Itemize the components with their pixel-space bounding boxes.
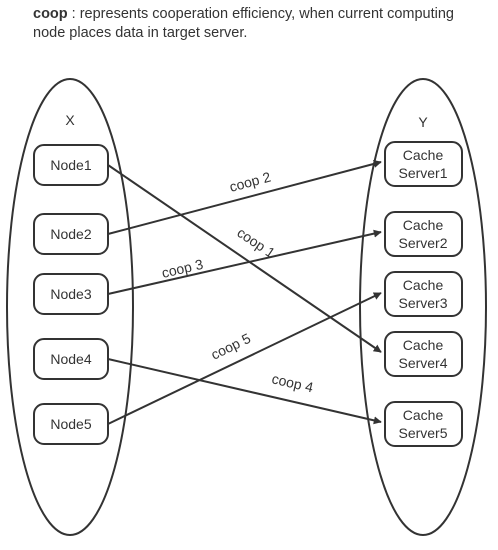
node-label: Node5 — [50, 416, 91, 432]
edge-node3-server2 — [107, 229, 382, 295]
server-label-line1: Cache — [403, 277, 444, 293]
node-node5: Node5 — [33, 403, 109, 445]
node-label: Node2 — [50, 226, 91, 242]
caption-term: coop — [33, 6, 68, 22]
set-x-ellipse — [6, 78, 134, 536]
node-node3: Node3 — [33, 273, 109, 315]
set-x-label: X — [65, 112, 75, 128]
server-cache-server2: Cache Server2 — [384, 211, 463, 257]
edge-node4-server5 — [107, 358, 382, 425]
caption: coop : represents cooperation efficiency… — [33, 5, 473, 43]
server-label-line2: Server2 — [398, 235, 447, 251]
node-node1: Node1 — [33, 144, 109, 186]
server-cache-server3: Cache Server3 — [384, 271, 463, 317]
edge-label-coop-4: coop 4 — [270, 370, 315, 395]
server-label-line2: Server4 — [398, 355, 447, 371]
server-label-line2: Server3 — [398, 295, 447, 311]
server-label-line2: Server5 — [398, 425, 447, 441]
server-label-line1: Cache — [403, 217, 444, 233]
node-node2: Node2 — [33, 213, 109, 255]
server-label-line1: Cache — [403, 147, 444, 163]
server-cache-server5: Cache Server5 — [384, 401, 463, 447]
set-y-ellipse — [359, 78, 487, 536]
node-label: Node3 — [50, 286, 91, 302]
set-y-label: Y — [418, 114, 428, 130]
node-label: Node1 — [50, 157, 91, 173]
edge-node1-server4 — [107, 164, 382, 353]
server-label-line2: Server1 — [398, 165, 447, 181]
server-cache-server1: Cache Server1 — [384, 141, 463, 187]
edges — [107, 159, 382, 425]
node-label: Node4 — [50, 351, 91, 367]
edge-label-coop-2: coop 2 — [228, 169, 273, 195]
server-label-line1: Cache — [403, 407, 444, 423]
server-cache-server4: Cache Server4 — [384, 331, 463, 377]
server-label-line1: Cache — [403, 337, 444, 353]
edge-node5-server3 — [107, 292, 382, 425]
node-node4: Node4 — [33, 338, 109, 380]
edge-node2-server1 — [107, 159, 382, 235]
caption-text: : represents cooperation efficiency, whe… — [33, 6, 454, 41]
